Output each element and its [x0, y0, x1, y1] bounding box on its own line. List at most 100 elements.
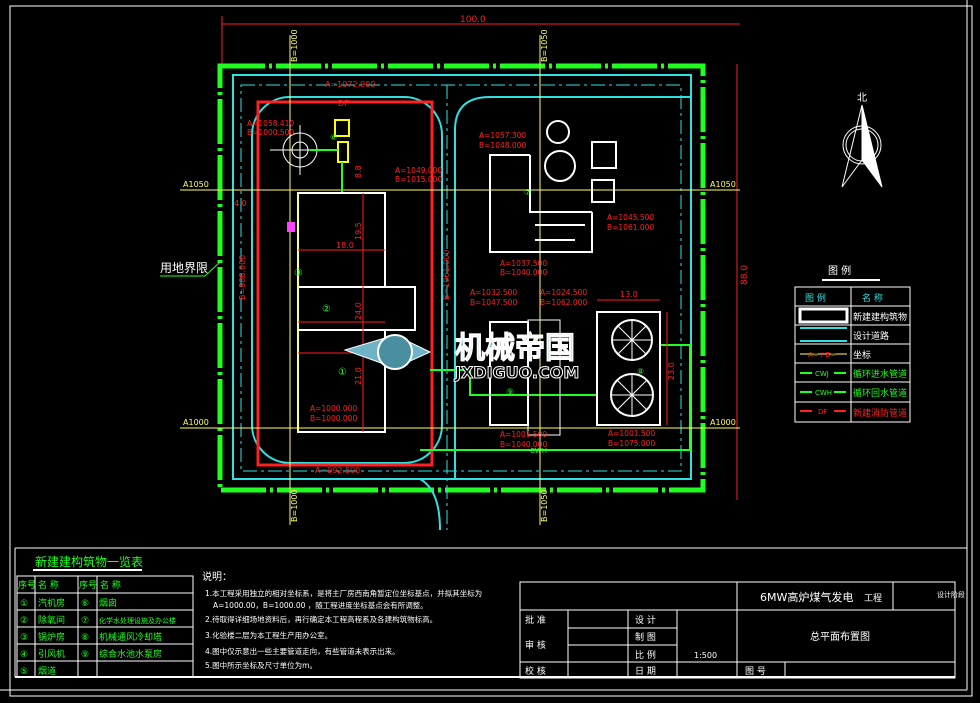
outer-frame [9, 5, 973, 697]
coord-b: B=1000.000 [310, 414, 357, 423]
water-treatment-building [489, 120, 617, 253]
building-table-grid [16, 575, 194, 678]
hydrant-icon [287, 222, 295, 232]
coord-b: B=1040.000 [500, 440, 547, 449]
dim-tower-width: 13.0 [620, 290, 638, 299]
cooling-tower [596, 311, 661, 426]
fire-pipe-loop [256, 100, 434, 467]
legend-symbol: A= / B= [808, 351, 836, 359]
north-label: 北 [857, 92, 867, 104]
note-item: 5.图中所示坐标及尺寸单位为m。 [205, 660, 317, 670]
pump-house-annex [527, 319, 561, 436]
road-coord-bottom: A=992.500 [315, 466, 360, 475]
site-boundary-leader [160, 261, 221, 277]
legend-title: 图 例 [828, 264, 851, 277]
legend-table [794, 286, 911, 423]
coord-b: B=1047.500 [470, 298, 517, 307]
coord-a: A=1001.500 [500, 430, 547, 439]
coord-a: A=1049.000 [395, 166, 442, 175]
note-item: 3.化验楼二层为本工程生产用办公室。 [205, 630, 332, 640]
axis-a1050-right: A1050 [710, 180, 736, 189]
axis-a1000-right: A1000 [710, 418, 736, 427]
coord-a: A=1058.410 [247, 119, 294, 128]
coord-a: A=1001.500 [608, 429, 655, 438]
coord-b: B=1075.000 [608, 439, 655, 448]
table-cell: 烟囱 [99, 597, 117, 609]
dim-turbine: 21.0 [354, 367, 363, 385]
dim-tower-length: 23.0 [667, 362, 676, 380]
axis-b1000-bottom: B=1000 [290, 489, 299, 522]
table-cell: 除氧间 [38, 614, 65, 626]
watermark-logo: 机械帝国 JXDIGUO.COM [343, 331, 580, 383]
table-cell: ② [20, 616, 28, 626]
table-header: 序号 [18, 579, 36, 591]
note-item: A=1000.00，B=1000.00 ，随工程进度坐标基点会有所调整。 [213, 600, 428, 610]
axis-b1050-top: B=1050 [540, 29, 549, 62]
table-cell: 烟道 [38, 665, 56, 677]
table-cell: 化学水处理设施及办公楼 [99, 616, 176, 625]
building-no-6: ⑥ [330, 133, 337, 142]
review-label: 审 核 [525, 639, 546, 651]
watermark-cn: 机械帝国 [455, 331, 575, 366]
axis-a1000-left: A1000 [183, 418, 209, 427]
coord-b: B=1000.500 [247, 128, 294, 137]
legend-symbol: CWJ [815, 370, 829, 378]
cwh-label: CWH [530, 447, 547, 455]
building-no-8: ⑧ [637, 367, 644, 376]
coord-b: B=1062.000 [540, 298, 587, 307]
dim-chimney: 8.8 [354, 165, 363, 178]
check-label: 校 核 [525, 665, 546, 677]
table-cell: 引风机 [38, 648, 65, 660]
legend-item: 设计道路 [853, 330, 889, 342]
scale-label: 比 例 [635, 649, 656, 661]
coord-b: B=1048.000 [479, 141, 526, 150]
coord-a: A=1037.500 [500, 259, 547, 268]
note-item: 1.本工程采用独立的相对坐标系，是将主厂房西南角暂定位坐标基点，并拟其坐标为 [205, 588, 482, 598]
road-width-label: 4.0 [234, 199, 247, 208]
note-item: 2.待取得详细场地资料后，再行确定本工程高程系及各建构筑物标高。 [205, 614, 437, 624]
legend-item: 循环进水管道 [853, 368, 907, 380]
design-label: 设 计 [635, 614, 656, 626]
cooling-tower-dims [597, 299, 668, 425]
building-no-2: ② [322, 304, 331, 315]
table-cell: 锅炉房 [38, 631, 65, 643]
induced-draft-fan [310, 119, 350, 193]
overall-dimension [221, 16, 740, 500]
legend-item: 新建建构筑物 [853, 311, 907, 323]
road-centerline [240, 84, 682, 530]
table-cell: ⑨ [81, 650, 89, 660]
drawing-title: 总平面布置图 [810, 630, 870, 643]
table-header: 序号 [79, 579, 97, 591]
table-cell: ⑤ [20, 667, 28, 677]
date-label: 日 期 [635, 666, 656, 677]
notes-title: 说明： [202, 570, 232, 583]
legend-header-name: 名 称 [862, 292, 883, 304]
coord-a: A=1045.500 [607, 213, 654, 222]
approve-label: 批 准 [525, 614, 546, 626]
design-stage: 设计阶段 [937, 590, 965, 599]
coord-a: A=1000.000 [310, 404, 357, 413]
coord-a: A=1024.500 [540, 288, 587, 297]
axis-b1050-bottom: B=1050 [540, 489, 549, 522]
road-coord-top: A=1072.900 [325, 80, 375, 89]
notes: 说明： 1.本工程采用独立的相对坐标系，是将主厂房西南角暂定位坐标基点，并拟其坐… [202, 570, 482, 670]
watermark-en: JXDIGUO.COM [454, 363, 579, 382]
project-suffix: 工程 [864, 593, 882, 604]
overall-height-label: 88.0 [740, 265, 750, 285]
coord-b: B=1015.000 [395, 175, 442, 184]
circulating-water-pipe [420, 344, 691, 451]
building-table-content: 序号 名 称 序号 名 称 ① 汽机房 ⑥ 烟囱 ② 除氧间 ⑦ 化学水处理设施… [18, 579, 176, 677]
table-cell: 综合水池水泵房 [99, 648, 162, 660]
building-dims [298, 193, 385, 432]
coord-b: B=1061.000 [607, 223, 654, 232]
table-cell: 机械通风冷却塔 [99, 631, 162, 643]
scale-value: 1:500 [694, 651, 717, 660]
main-building [297, 192, 416, 433]
road-coord-right: B=1061.000 [442, 250, 451, 300]
dim-deaerator: 24.0 [354, 302, 363, 320]
df-label: DF [338, 99, 349, 108]
building-no-7: ⑦ [524, 188, 531, 197]
axis-a1050-left: A1050 [183, 180, 209, 189]
table-cell: ④ [20, 650, 28, 660]
